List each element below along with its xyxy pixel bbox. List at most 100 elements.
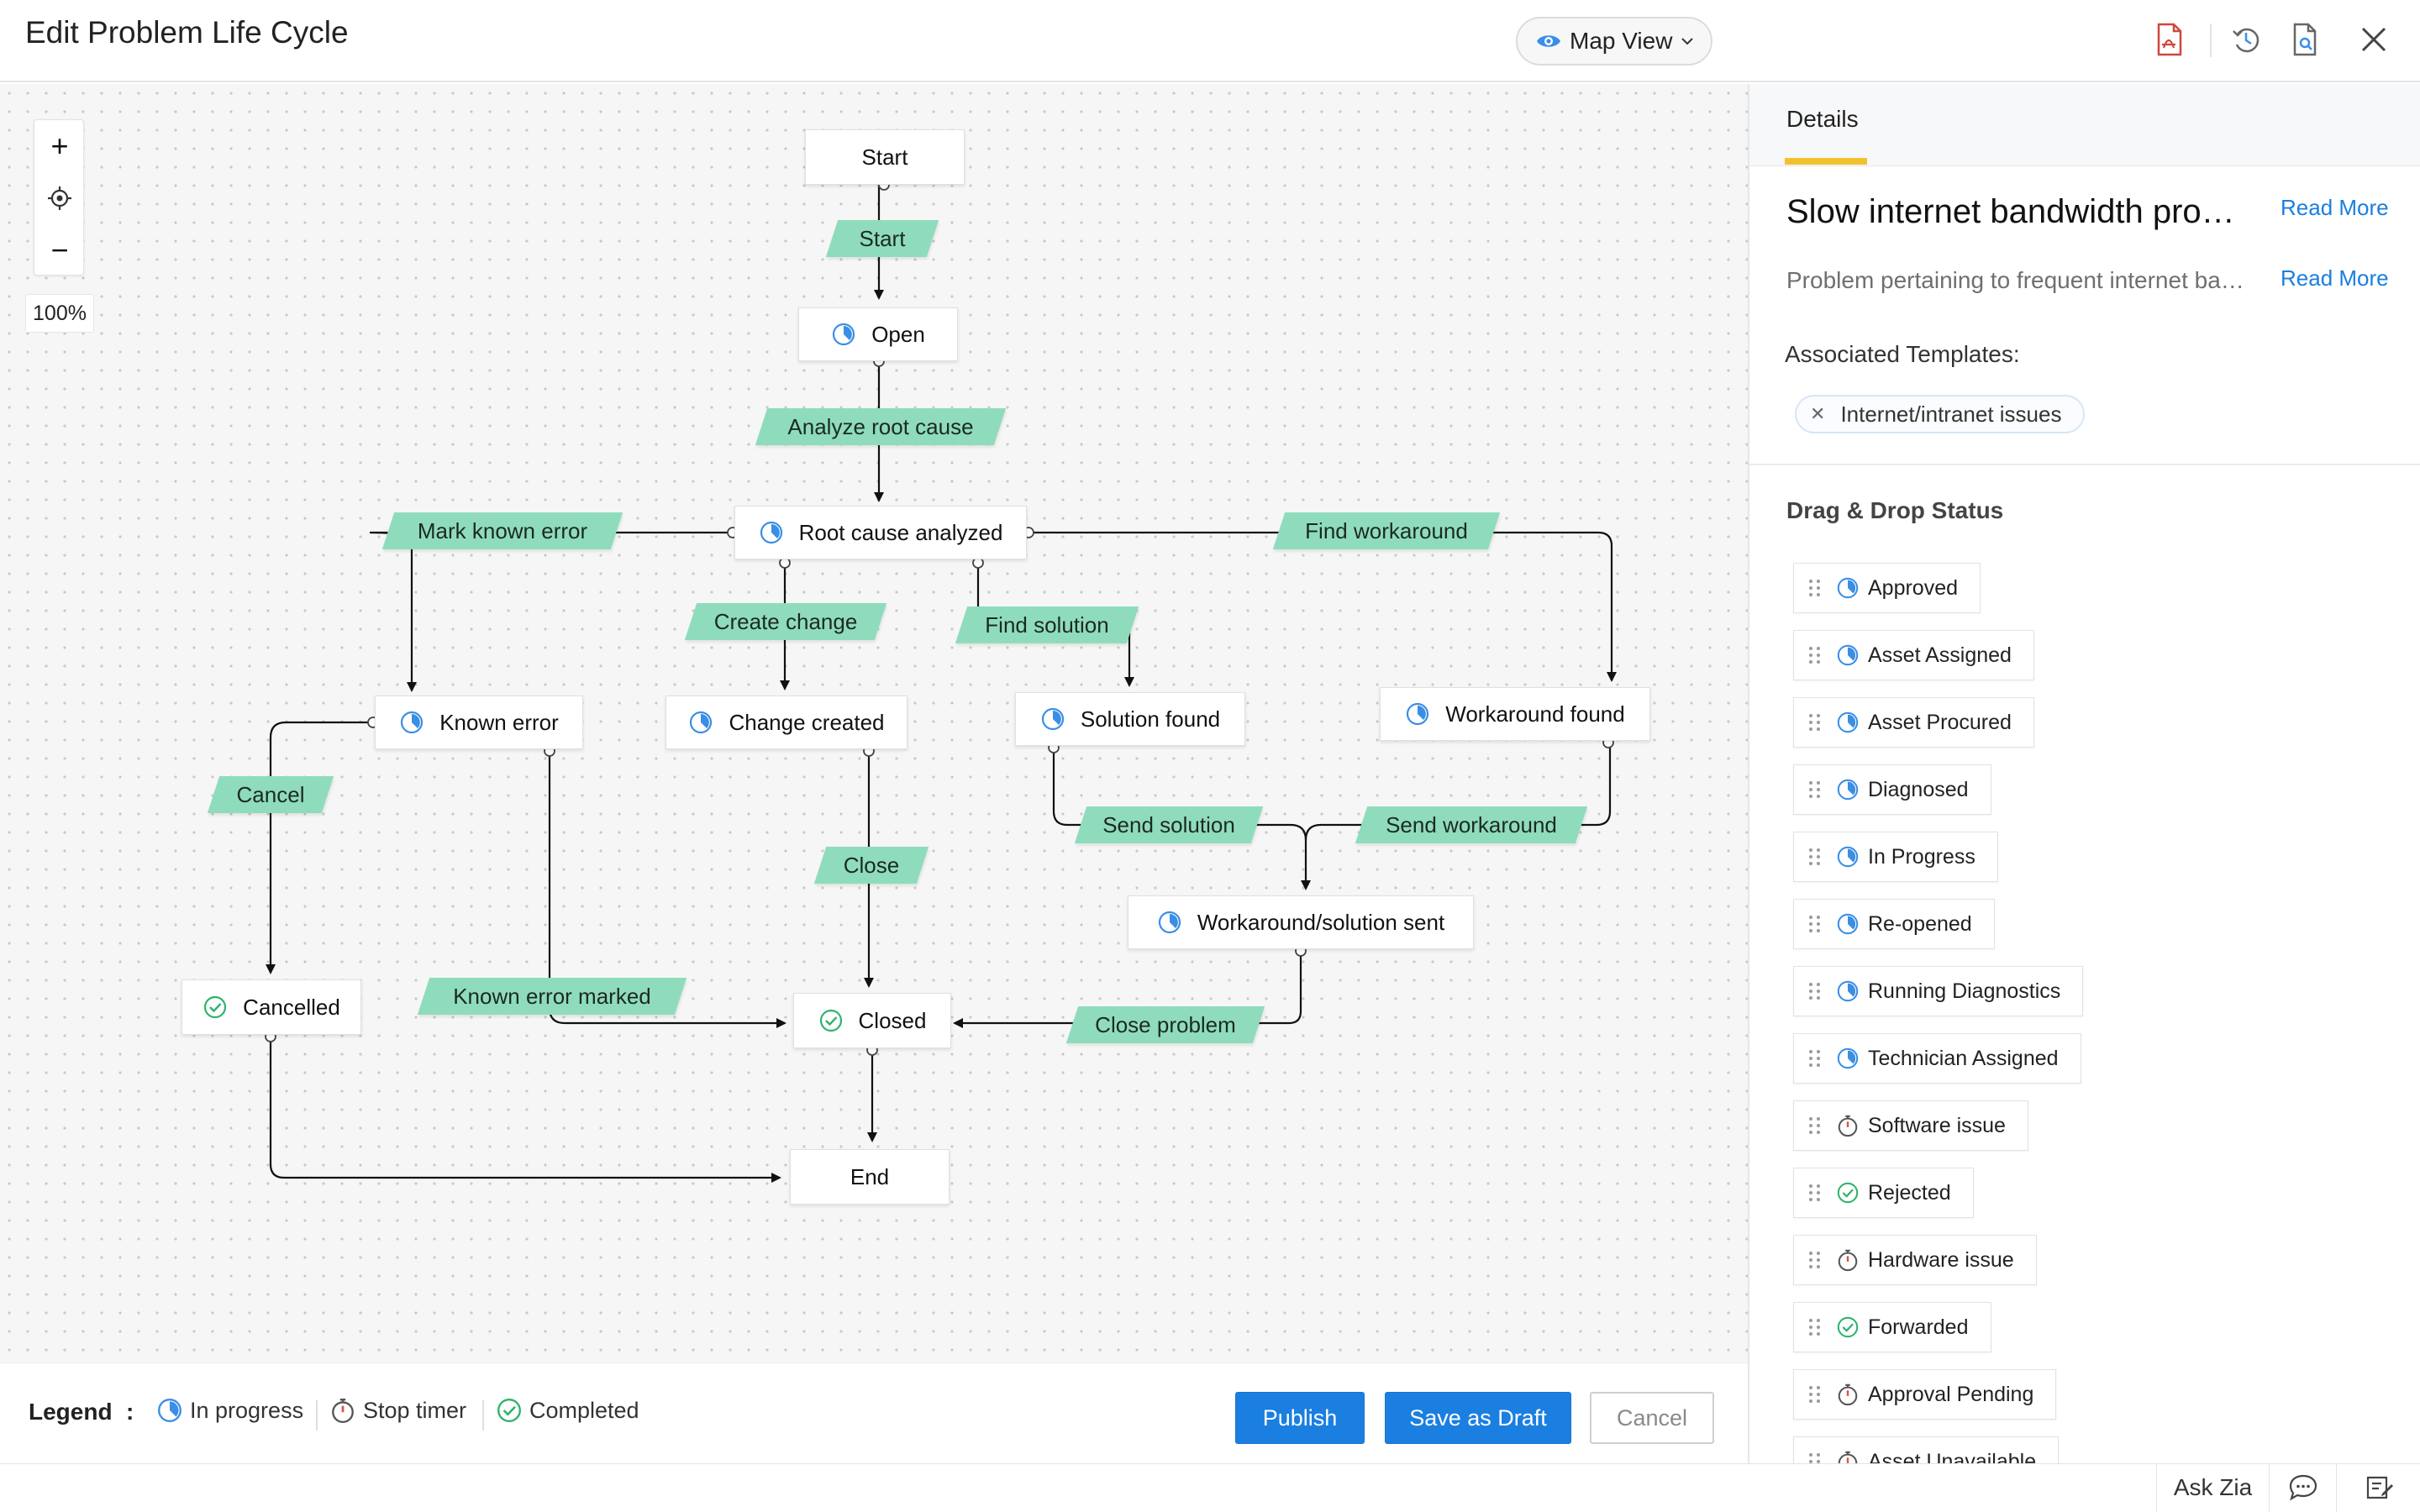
bottom-action-bar: Legend : In progress Stop timer Complete… xyxy=(0,1362,1748,1463)
cancel-button[interactable]: Cancel xyxy=(1590,1392,1714,1444)
transition-find-workaround[interactable]: Find workaround xyxy=(1279,512,1494,549)
in-progress-icon xyxy=(1836,643,1868,667)
transition-close-problem[interactable]: Close problem xyxy=(1072,1006,1259,1043)
in-progress-icon xyxy=(1157,910,1182,935)
node-start[interactable]: Start xyxy=(805,129,965,185)
history-icon[interactable] xyxy=(2225,18,2267,60)
connector xyxy=(1304,744,1612,841)
zoom-level: 100% xyxy=(25,294,94,333)
node-open[interactable]: Open xyxy=(798,307,958,361)
drag-handle-icon[interactable] xyxy=(1809,1117,1821,1134)
node-workaround-found[interactable]: Workaround found xyxy=(1380,687,1650,741)
drag-handle-icon[interactable] xyxy=(1809,781,1821,798)
status-item[interactable]: Asset Unavailable xyxy=(1793,1436,2060,1463)
save-draft-button[interactable]: Save as Draft xyxy=(1385,1392,1571,1444)
drag-handle-icon[interactable] xyxy=(1809,1050,1821,1067)
drag-handle-icon[interactable] xyxy=(1809,1184,1821,1201)
transition-send-workaround[interactable]: Send workaround xyxy=(1361,806,1581,843)
transition-analyze-root-cause[interactable]: Analyze root cause xyxy=(761,408,1000,445)
status-item[interactable]: Technician Assigned xyxy=(1793,1033,2081,1084)
connector xyxy=(369,531,733,692)
title-read-more-link[interactable]: Read More xyxy=(2281,195,2389,220)
remove-chip-icon[interactable]: ✕ xyxy=(1810,403,1826,424)
drag-handle-icon[interactable] xyxy=(1809,1319,1821,1336)
status-item[interactable]: Approval Pending xyxy=(1793,1369,2057,1420)
template-chip-label: Internet/intranet issues xyxy=(1840,401,2062,427)
node-label: Change created xyxy=(729,709,885,735)
description-read-more-link[interactable]: Read More xyxy=(2281,265,2389,291)
recenter-button[interactable] xyxy=(34,172,85,224)
tab-details[interactable]: Details xyxy=(1786,106,1859,132)
status-item[interactable]: Asset Assigned xyxy=(1793,630,2034,680)
status-item[interactable]: Running Diagnostics xyxy=(1793,966,2084,1016)
notes-icon[interactable] xyxy=(2336,1463,2420,1512)
drag-handle-icon[interactable] xyxy=(1809,848,1821,865)
status-item[interactable]: Software issue xyxy=(1793,1100,2028,1151)
stop-timer-icon xyxy=(332,1399,354,1424)
node-label: Solution found xyxy=(1080,706,1221,732)
transition-close[interactable]: Close xyxy=(820,847,923,884)
node-closed[interactable]: Closed xyxy=(793,993,951,1048)
problem-title: Slow internet bandwidth pro… xyxy=(1786,193,2235,230)
status-label: In Progress xyxy=(1868,844,1975,869)
header-separator xyxy=(2210,24,2212,57)
zoom-out-button[interactable]: − xyxy=(50,233,69,267)
status-label: Approved xyxy=(1868,575,1959,600)
node-workaround-solution-sent[interactable]: Workaround/solution sent xyxy=(1128,895,1474,949)
status-label: Rejected xyxy=(1868,1180,1951,1205)
status-item[interactable]: Approved xyxy=(1793,563,1981,613)
drag-handle-icon[interactable] xyxy=(1809,983,1821,1000)
status-label: Hardware issue xyxy=(1868,1247,2014,1272)
status-item[interactable]: Forwarded xyxy=(1793,1302,1991,1352)
page-title: Edit Problem Life Cycle xyxy=(25,15,349,50)
drag-handle-icon[interactable] xyxy=(1809,580,1821,596)
transition-known-error-marked[interactable]: Known error marked xyxy=(424,978,681,1015)
in-progress-icon xyxy=(1836,1047,1868,1070)
in-progress-icon xyxy=(1836,912,1868,936)
ask-zia-button[interactable]: Ask Zia xyxy=(2156,1463,2269,1512)
chat-icon[interactable] xyxy=(2269,1463,2336,1512)
legend-in-progress: In progress xyxy=(156,1397,303,1424)
legend-colon: : xyxy=(126,1399,134,1425)
map-view-dropdown[interactable]: Map View xyxy=(1516,17,1712,66)
drag-handle-icon[interactable] xyxy=(1809,1252,1821,1268)
node-end[interactable]: End xyxy=(790,1149,950,1205)
problem-description: Problem pertaining to frequent internet … xyxy=(1786,267,2244,293)
in-progress-icon xyxy=(688,710,713,735)
drag-handle-icon[interactable] xyxy=(1809,1453,1821,1463)
status-item[interactable]: Hardware issue xyxy=(1793,1235,2037,1285)
node-label: Cancelled xyxy=(243,994,340,1020)
node-solution-found[interactable]: Solution found xyxy=(1015,692,1245,746)
header-bar: Edit Problem Life Cycle Map View xyxy=(0,0,2420,82)
status-label: Forwarded xyxy=(1868,1315,1969,1339)
chevron-down-icon xyxy=(1681,38,1694,45)
status-item[interactable]: In Progress xyxy=(1793,832,1998,882)
pdf-export-icon[interactable] xyxy=(2148,18,2190,60)
publish-button[interactable]: Publish xyxy=(1235,1392,1365,1444)
status-item[interactable]: Asset Procured xyxy=(1793,697,2034,748)
connector xyxy=(269,1037,781,1183)
transition-send-solution[interactable]: Send solution xyxy=(1081,806,1257,843)
transition-cancel[interactable]: Cancel xyxy=(213,776,328,813)
close-icon[interactable] xyxy=(2353,18,2395,60)
transition-start[interactable]: Start xyxy=(832,220,933,257)
node-label: Start xyxy=(861,144,908,170)
document-search-icon[interactable] xyxy=(2284,18,2326,60)
node-cancelled[interactable]: Cancelled xyxy=(182,979,361,1035)
node-label: Open xyxy=(871,321,925,347)
status-item[interactable]: Re-opened xyxy=(1793,899,1995,949)
node-change-created[interactable]: Change created xyxy=(666,696,908,749)
drag-handle-icon[interactable] xyxy=(1809,714,1821,731)
node-known-error[interactable]: Known error xyxy=(375,696,583,749)
status-item[interactable]: Rejected xyxy=(1793,1168,1974,1218)
transition-create-change[interactable]: Create change xyxy=(691,603,881,640)
zoom-in-button[interactable]: + xyxy=(50,129,69,163)
transition-find-solution[interactable]: Find solution xyxy=(961,606,1133,643)
drag-handle-icon[interactable] xyxy=(1809,1386,1821,1403)
drag-handle-icon[interactable] xyxy=(1809,916,1821,932)
transition-mark-known-error[interactable]: Mark known error xyxy=(388,512,617,549)
status-item[interactable]: Diagnosed xyxy=(1793,764,1991,815)
crosshair-icon xyxy=(48,186,71,210)
node-root-cause-analyzed[interactable]: Root cause analyzed xyxy=(734,506,1027,559)
drag-handle-icon[interactable] xyxy=(1809,647,1821,664)
